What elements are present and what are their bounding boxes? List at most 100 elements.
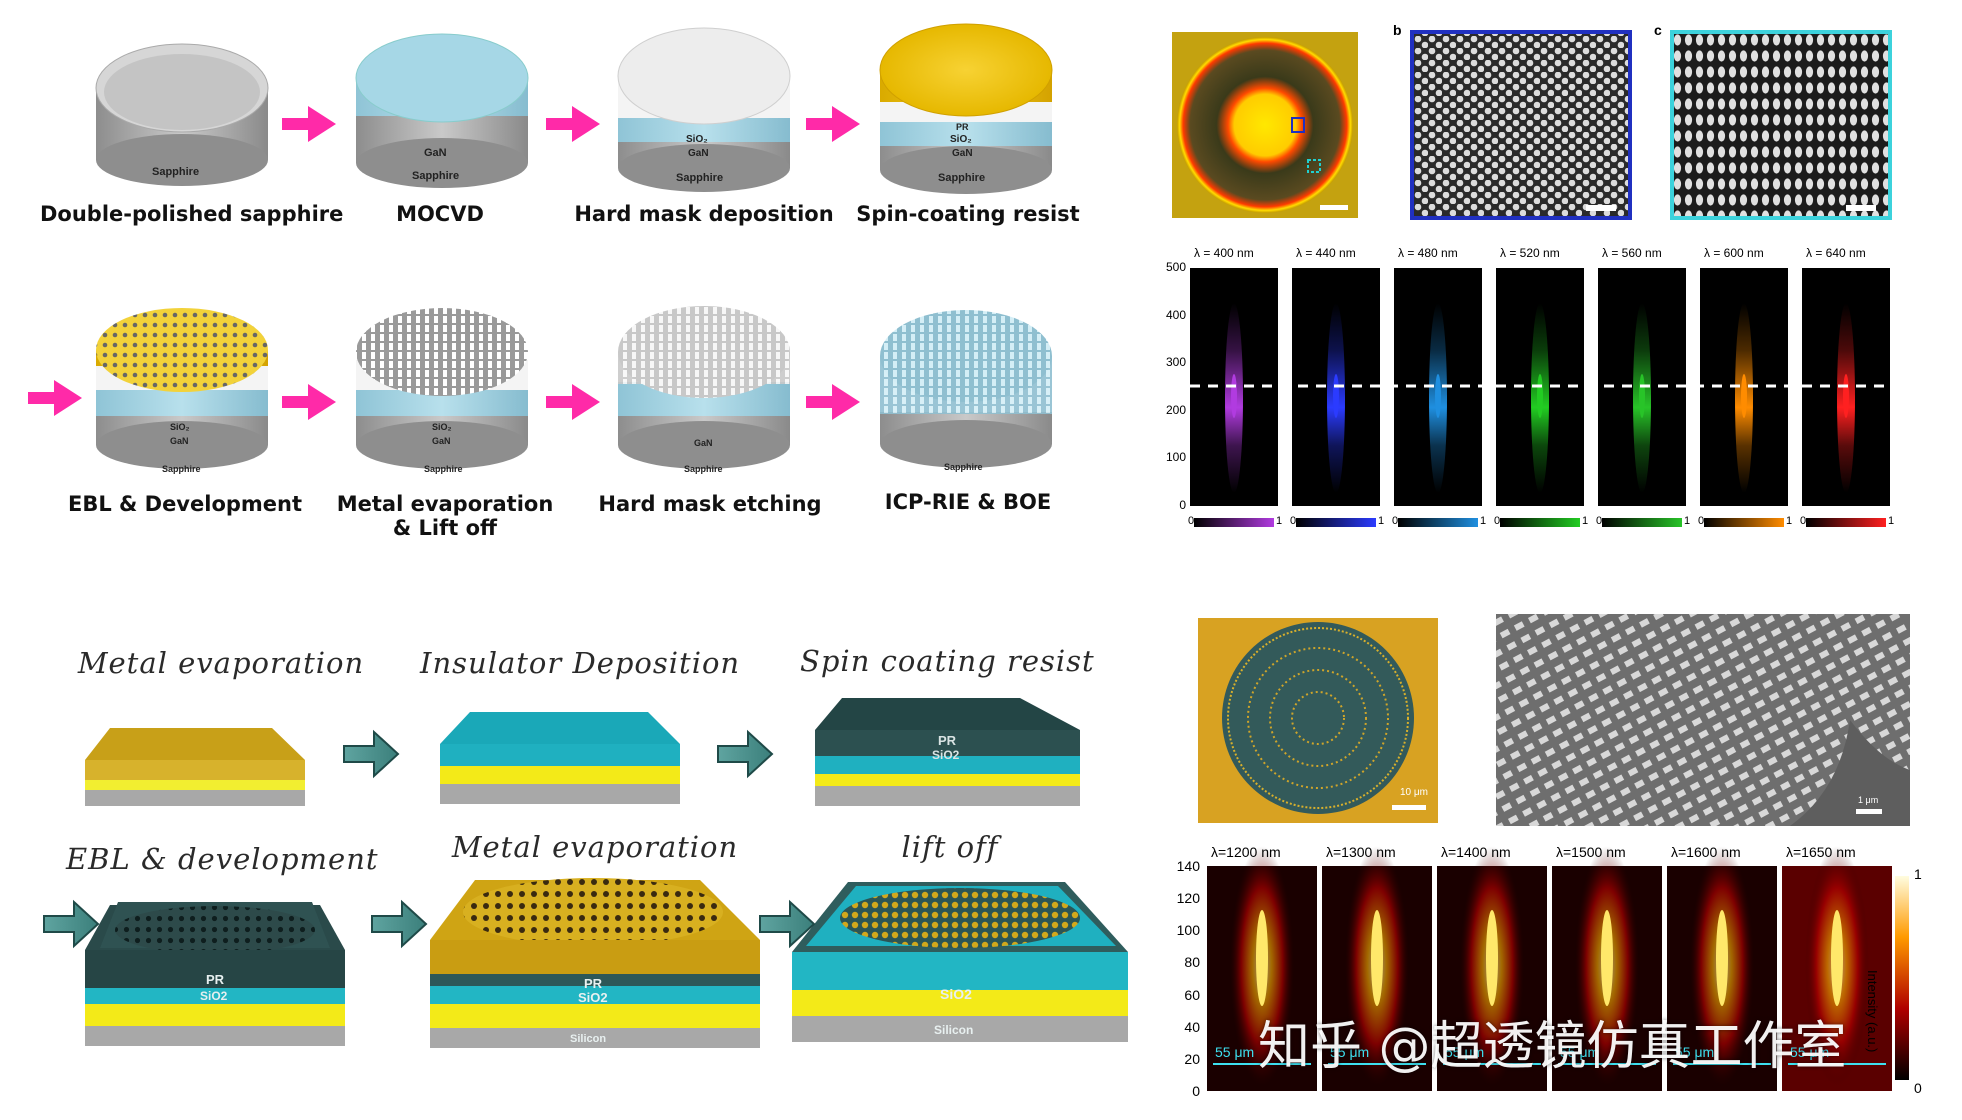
p2-step5-label: Metal evaporation xyxy=(451,830,739,864)
vis-colorbar-1 xyxy=(1296,518,1376,527)
slab1 xyxy=(85,728,305,806)
process1-arrows xyxy=(28,106,860,420)
top-y-tick-2: 300 xyxy=(1165,355,1186,370)
process1-diagram xyxy=(28,23,1053,469)
nir-focus-2 xyxy=(1486,910,1498,1006)
nir-focus-5 xyxy=(1831,910,1843,1006)
top-y-tick-3: 200 xyxy=(1165,402,1186,417)
step3-label: Hard mask deposition xyxy=(574,202,834,226)
p2-layer-pr-5: PR xyxy=(584,976,603,991)
bottom-y-tick-4: 60 xyxy=(1184,986,1200,1003)
vis-colorbar-0 xyxy=(1194,518,1274,527)
panel-label-b: b xyxy=(1393,22,1402,38)
vis-colorbar-5 xyxy=(1704,518,1784,527)
vis-wavelength-4: λ = 560 nm xyxy=(1602,246,1662,260)
layer-sio2-4: SiO₂ xyxy=(950,134,972,145)
p2-step2-label: Insulator Deposition xyxy=(420,646,741,680)
vis-cbar-min-1: 0 xyxy=(1290,515,1297,527)
p2-layer-pr-4: PR xyxy=(206,972,225,987)
optical-scale-label: 10 μm xyxy=(1400,787,1428,798)
nir-focus-4 xyxy=(1716,910,1728,1006)
p2-layer-silicon-6: Silicon xyxy=(934,1023,974,1037)
vis-cbar-min-0: 0 xyxy=(1188,515,1195,527)
vis-cbar-max-6: 1 xyxy=(1888,515,1895,527)
slab5 xyxy=(430,878,760,1048)
nir-width-label-4: 55 μm xyxy=(1675,1044,1715,1060)
step1-disk xyxy=(95,43,269,186)
p2-layer-sio2-5: SiO2 xyxy=(578,990,608,1005)
p2-layer-silicon-5: Silicon xyxy=(570,1033,607,1045)
step7-label: Hard mask etching xyxy=(598,492,822,516)
vis-colorbar-4 xyxy=(1602,518,1682,527)
vis-cbar-min-5: 0 xyxy=(1698,515,1705,527)
layer-sapphire-2: Sapphire xyxy=(412,170,460,182)
step1-label: Double-polished sapphire xyxy=(40,202,344,226)
vis-cbar-max-4: 1 xyxy=(1684,515,1691,527)
vis-colorbar-3 xyxy=(1500,518,1580,527)
step2-label: MOCVD xyxy=(396,202,484,226)
nir-focus-0 xyxy=(1256,910,1268,1006)
vis-wavelength-2: λ = 480 nm xyxy=(1398,246,1458,260)
step2-disk xyxy=(355,33,529,188)
nir-intensity-panels xyxy=(1207,846,1909,1091)
step4-disk xyxy=(879,23,1053,194)
nir-focus-1 xyxy=(1371,910,1383,1006)
p2-step3-label: Spin coating resist xyxy=(800,644,1095,678)
vis-wavelength-5: λ = 600 nm xyxy=(1704,246,1764,260)
nir-width-label-1: 55 μm xyxy=(1330,1044,1370,1060)
p2-layer-sio2-3: SiO2 xyxy=(932,748,960,762)
vis-focus-core-1 xyxy=(1333,374,1339,418)
layer-sio2-5: SiO₂ xyxy=(170,422,190,432)
top-y-tick-1: 400 xyxy=(1165,307,1186,322)
vis-focus-core-2 xyxy=(1435,374,1441,418)
vis-colorbar-6 xyxy=(1806,518,1886,527)
layer-sapphire-4: Sapphire xyxy=(938,172,986,184)
process2-arrows xyxy=(43,729,816,949)
layer-gan-6: GaN xyxy=(432,436,451,446)
layer-gan-3: GaN xyxy=(688,148,709,159)
vis-focus-core-3 xyxy=(1537,374,1543,418)
layer-gan-5: GaN xyxy=(170,436,189,446)
vis-cbar-min-4: 0 xyxy=(1596,515,1603,527)
vis-wavelength-6: λ = 640 nm xyxy=(1806,246,1866,260)
step6-label: Metal evaporation xyxy=(336,492,554,516)
top-y-tick-4: 100 xyxy=(1165,450,1186,465)
p2-layer-sio2-6: SiO2 xyxy=(940,986,972,1002)
slab3 xyxy=(815,698,1080,806)
layer-gan-7: GaN xyxy=(694,438,713,448)
top-y-tick-5: 0 xyxy=(1179,498,1186,512)
bottom-y-tick-5: 40 xyxy=(1184,1018,1200,1035)
top-y-tick-0: 500 xyxy=(1165,260,1186,274)
vis-cbar-min-3: 0 xyxy=(1494,515,1501,527)
nir-colorbar xyxy=(1895,876,1909,1080)
sem-scale-label: 1 μm xyxy=(1858,795,1879,805)
focal-intensity-panels xyxy=(1190,268,1890,527)
vis-cbar-min-6: 0 xyxy=(1800,515,1807,527)
process2-diagram xyxy=(43,698,1128,1048)
vis-cbar-max-1: 1 xyxy=(1378,515,1385,527)
nir-wavelength-3: λ=1500 nm xyxy=(1556,844,1626,860)
step6-disk xyxy=(356,308,528,469)
bottom-y-tick-0: 140 xyxy=(1176,858,1200,874)
nir-width-label-0: 55 μm xyxy=(1215,1044,1255,1060)
bottom-cbar-min: 0 xyxy=(1914,1080,1922,1096)
layer-sapphire-1: Sapphire xyxy=(152,166,200,178)
layer-sio2-3: SiO₂ xyxy=(686,134,708,145)
vis-cbar-max-0: 1 xyxy=(1276,515,1283,527)
p2-layer-sio2-4: SiO2 xyxy=(200,989,228,1003)
bottom-y-tick-1: 120 xyxy=(1176,890,1200,907)
layer-sapphire-3: Sapphire xyxy=(676,172,724,184)
bottom-y-tick-7: 0 xyxy=(1192,1083,1200,1099)
bottom-y-tick-3: 80 xyxy=(1184,954,1200,971)
vis-colorbar-2 xyxy=(1398,518,1478,527)
layer-sapphire-8: Sapphire xyxy=(944,462,983,472)
bottom-cbar-label: Intensity (a.u.) xyxy=(1865,970,1880,1053)
watermark-text: 知乎 @超透镜仿真工作室 xyxy=(1258,1017,1847,1077)
layer-sapphire-5: Sapphire xyxy=(162,464,201,474)
nir-width-label-2: 55 μm xyxy=(1445,1044,1485,1060)
layer-sio2-6: SiO₂ xyxy=(432,422,452,432)
p2-step6-label: lift off xyxy=(901,830,999,864)
vis-focus-core-0 xyxy=(1231,374,1237,418)
bottom-cbar-max: 1 xyxy=(1914,866,1922,882)
